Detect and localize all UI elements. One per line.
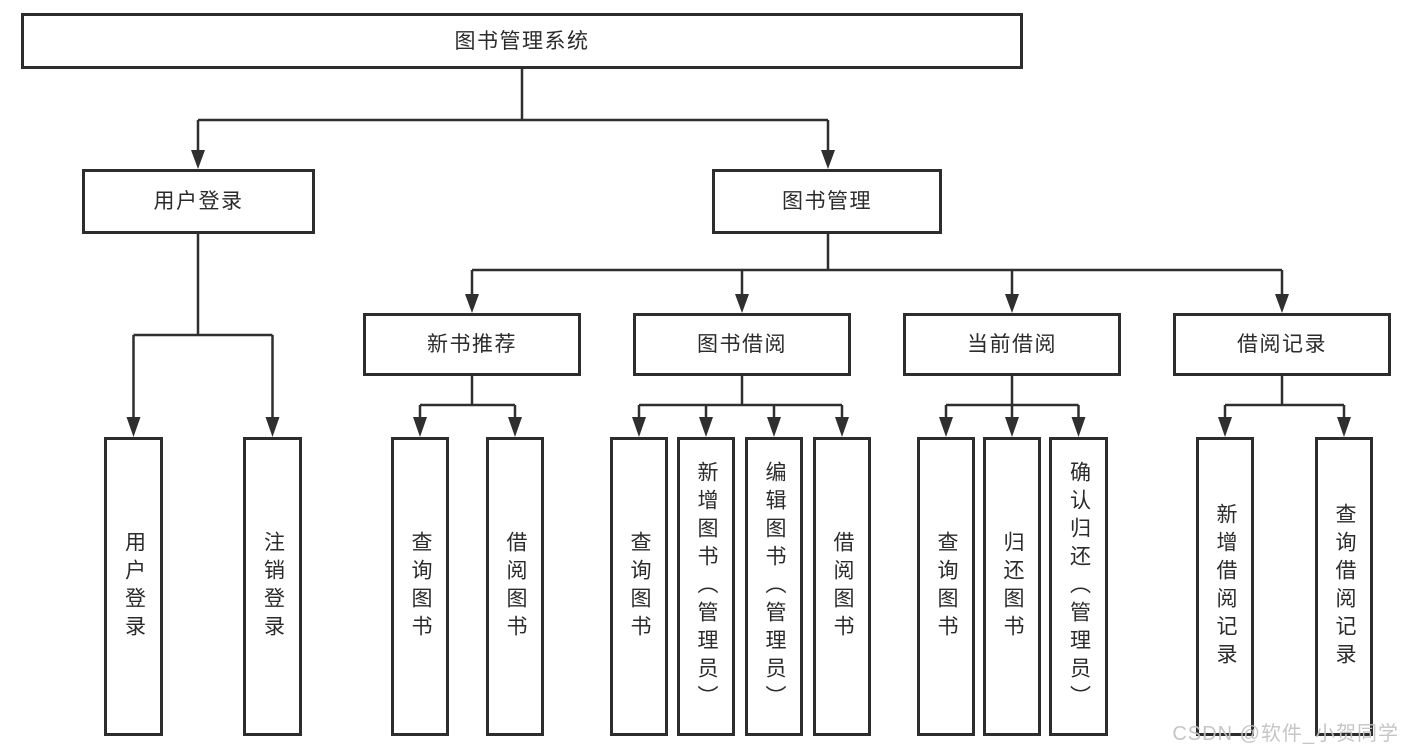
node-borrowing-records-label: 借阅记录 (1237, 333, 1327, 356)
arrowheads (126, 150, 1351, 437)
node-new-book-recommendation: 新书推荐 (363, 313, 581, 376)
leaf-logout-label: 注销登录 (261, 530, 285, 643)
leaf-recommend-borrow-books: 借阅图书 (486, 437, 544, 736)
leaf-current-confirm-return-admin: 确认归还（管理员） (1049, 437, 1108, 736)
connector-borrowing-to-leaves (637, 375, 844, 421)
leaf-current-query-books-label: 查询图书 (935, 530, 959, 643)
connector-book-management-to-level3 (470, 233, 1284, 297)
csdn-watermark: CSDN @软件_小贺同学 (1172, 723, 1399, 745)
node-root-library-system: 图书管理系统 (21, 13, 1023, 69)
leaf-borrowing-borrow-books: 借阅图书 (813, 437, 871, 736)
leaf-logout: 注销登录 (243, 437, 302, 736)
leaf-borrowing-edit-books-admin: 编辑图书（管理员） (745, 437, 803, 736)
leaf-recommend-query-books-label: 查询图书 (409, 530, 433, 643)
leaf-user-login-label: 用户登录 (122, 530, 146, 643)
node-current-borrowing-label: 当前借阅 (967, 333, 1057, 356)
node-book-management: 图书管理 (712, 169, 942, 234)
node-book-borrowing: 图书借阅 (633, 313, 851, 376)
leaf-borrowing-query-books: 查询图书 (610, 437, 668, 736)
leaf-recommend-query-books: 查询图书 (391, 437, 449, 736)
leaf-current-query-books: 查询图书 (917, 437, 975, 736)
leaf-borrowing-add-books-admin: 新增图书（管理员） (677, 437, 735, 736)
leaf-borrowing-edit-books-admin-label: 编辑图书（管理员） (763, 460, 787, 713)
connector-user-login-to-leaves (132, 233, 274, 421)
node-root-label: 图书管理系统 (454, 29, 590, 53)
leaf-records-query-record: 查询借阅记录 (1315, 437, 1373, 736)
connector-current-to-leaves (944, 375, 1080, 421)
node-current-borrowing: 当前借阅 (903, 313, 1121, 376)
leaf-records-add-record-label: 新增借阅记录 (1214, 502, 1238, 671)
leaf-current-return-books-label: 归还图书 (1001, 530, 1025, 643)
leaf-borrowing-query-books-label: 查询图书 (628, 530, 652, 643)
connector-new-book-to-leaves (418, 375, 517, 421)
node-new-book-recommendation-label: 新书推荐 (427, 333, 517, 356)
connector-root-to-level2 (196, 68, 830, 153)
leaf-borrowing-borrow-books-label: 借阅图书 (831, 530, 855, 643)
node-user-login: 用户登录 (82, 169, 315, 234)
leaf-user-login: 用户登录 (104, 437, 163, 736)
node-book-management-label: 图书管理 (782, 190, 872, 213)
leaf-recommend-borrow-books-label: 借阅图书 (504, 530, 528, 643)
leaf-current-confirm-return-admin-label: 确认归还（管理员） (1067, 460, 1091, 713)
node-book-borrowing-label: 图书借阅 (697, 333, 787, 356)
node-user-login-label: 用户登录 (153, 190, 244, 213)
leaf-records-query-record-label: 查询借阅记录 (1333, 502, 1357, 671)
connector-records-to-leaves (1223, 375, 1346, 421)
leaf-records-add-record: 新增借阅记录 (1196, 437, 1254, 736)
leaf-current-return-books: 归还图书 (983, 437, 1041, 736)
leaf-borrowing-add-books-admin-label: 新增图书（管理员） (695, 460, 719, 713)
node-borrowing-records: 借阅记录 (1173, 313, 1391, 376)
